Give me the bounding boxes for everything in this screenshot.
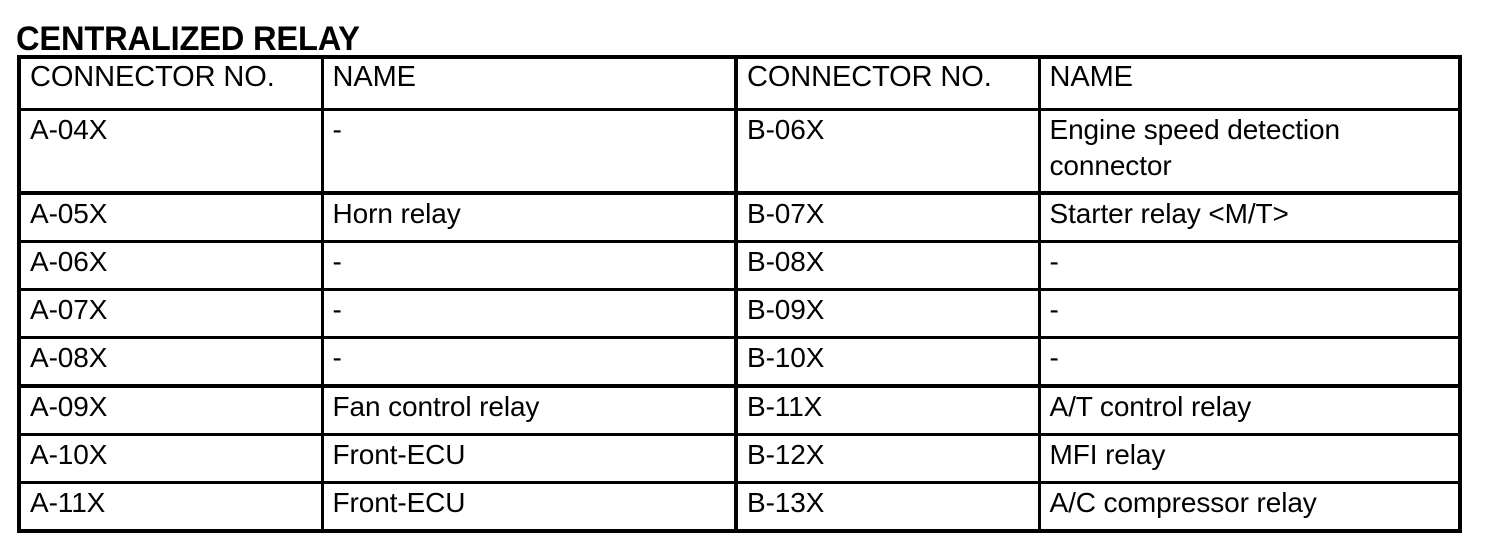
table-header-row: CONNECTOR NO. NAME CONNECTOR NO. NAME bbox=[19, 57, 1460, 111]
cell-name-left: Front-ECU bbox=[322, 482, 738, 531]
cell-name-left: Front-ECU bbox=[322, 434, 738, 484]
cell-name-left: - bbox=[322, 241, 738, 291]
cell-name-left: Fan control relay bbox=[322, 386, 738, 436]
relay-table-container: CONNECTOR NO. NAME CONNECTOR NO. NAME A-… bbox=[17, 55, 1462, 533]
table-row: A-11X Front-ECU B-13X A/C compressor rel… bbox=[19, 482, 1460, 531]
cell-connector-right: B-08X bbox=[736, 241, 1041, 291]
table-row: A-10X Front-ECU B-12X MFI relay bbox=[19, 434, 1460, 484]
table-row: A-06X - B-08X - bbox=[19, 241, 1460, 291]
table-body: A-04X - B-06X Engine speed detection con… bbox=[19, 109, 1460, 531]
cell-connector-left: A-07X bbox=[19, 289, 324, 339]
cell-name-right: MFI relay bbox=[1039, 434, 1460, 484]
cell-name-right: Starter relay <M/T> bbox=[1039, 193, 1460, 243]
table-row: A-07X - B-09X - bbox=[19, 289, 1460, 339]
cell-connector-left: A-04X bbox=[19, 109, 324, 195]
cell-connector-right: B-11X bbox=[736, 386, 1041, 436]
cell-connector-right: B-07X bbox=[736, 193, 1041, 243]
cell-name-right: A/T control relay bbox=[1039, 386, 1460, 436]
table-row: A-09X Fan control relay B-11X A/T contro… bbox=[19, 386, 1460, 436]
column-header-name-left: NAME bbox=[322, 57, 738, 111]
table-header: CONNECTOR NO. NAME CONNECTOR NO. NAME bbox=[19, 57, 1460, 111]
cell-name-left: - bbox=[322, 289, 738, 339]
cell-connector-left: A-09X bbox=[19, 386, 324, 436]
cell-connector-right: B-12X bbox=[736, 434, 1041, 484]
cell-connector-left: A-10X bbox=[19, 434, 324, 484]
cell-name-right: - bbox=[1039, 337, 1460, 388]
centralized-relay-table: CONNECTOR NO. NAME CONNECTOR NO. NAME A-… bbox=[17, 55, 1462, 533]
cell-name-right: - bbox=[1039, 289, 1460, 339]
cell-name-left: Horn relay bbox=[322, 193, 738, 243]
cell-connector-left: A-11X bbox=[19, 482, 324, 531]
cell-connector-right: B-10X bbox=[736, 337, 1041, 388]
cell-connector-left: A-05X bbox=[19, 193, 324, 243]
column-header-connector-left: CONNECTOR NO. bbox=[19, 57, 324, 111]
cell-name-right: - bbox=[1039, 241, 1460, 291]
table-row: A-08X - B-10X - bbox=[19, 337, 1460, 388]
cell-name-left: - bbox=[322, 337, 738, 388]
cell-connector-right: B-09X bbox=[736, 289, 1041, 339]
cell-connector-right: B-06X bbox=[736, 109, 1041, 195]
cell-name-right: Engine speed detection connector bbox=[1039, 109, 1460, 195]
column-header-connector-right: CONNECTOR NO. bbox=[736, 57, 1041, 111]
cell-name-right: A/C compressor relay bbox=[1039, 482, 1460, 531]
cell-name-left: - bbox=[322, 109, 738, 195]
page-title: CENTRALIZED RELAY bbox=[16, 19, 360, 58]
table-row: A-04X - B-06X Engine speed detection con… bbox=[19, 109, 1460, 195]
cell-connector-left: A-06X bbox=[19, 241, 324, 291]
cell-connector-right: B-13X bbox=[736, 482, 1041, 531]
table-row: A-05X Horn relay B-07X Starter relay <M/… bbox=[19, 193, 1460, 243]
column-header-name-right: NAME bbox=[1039, 57, 1460, 111]
cell-connector-left: A-08X bbox=[19, 337, 324, 388]
